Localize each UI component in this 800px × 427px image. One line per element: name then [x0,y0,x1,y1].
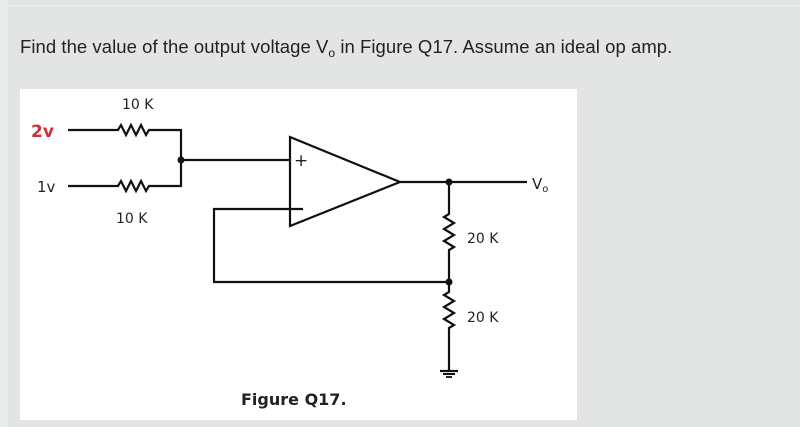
resistor-bottom-label: 10 K [116,211,148,227]
input-label-2v: 2v [31,122,54,142]
input-label-1v: 1v [37,178,56,196]
wire-feedback [212,207,449,284]
resistor-feedback-lower [441,282,457,370]
resistor-feedback-lower-label: 20 K [467,310,499,326]
output-label: Vo [532,175,548,195]
figure-caption: Figure Q17. [241,390,347,409]
page-top-divider [0,5,800,6]
wire-top-input [68,122,183,160]
wire-bottom-input [68,160,183,194]
page-left-strip [0,0,8,427]
opamp-plus-sign: + [294,151,308,171]
question-subscript: o [328,46,336,60]
resistor-top-label: 10 K [122,97,154,113]
question-text: Find the value of the output voltage Vo … [20,36,672,60]
resistor-feedback-upper [441,182,457,282]
ground-icon [440,369,458,378]
question-text-part1: Find the value of the output voltage V [20,36,329,57]
figure-panel [20,89,577,420]
resistor-feedback-upper-label: 20 K [467,231,499,247]
question-text-part2: in Figure Q17. Assume an ideal op amp. [335,36,673,57]
opamp-symbol [288,135,403,228]
